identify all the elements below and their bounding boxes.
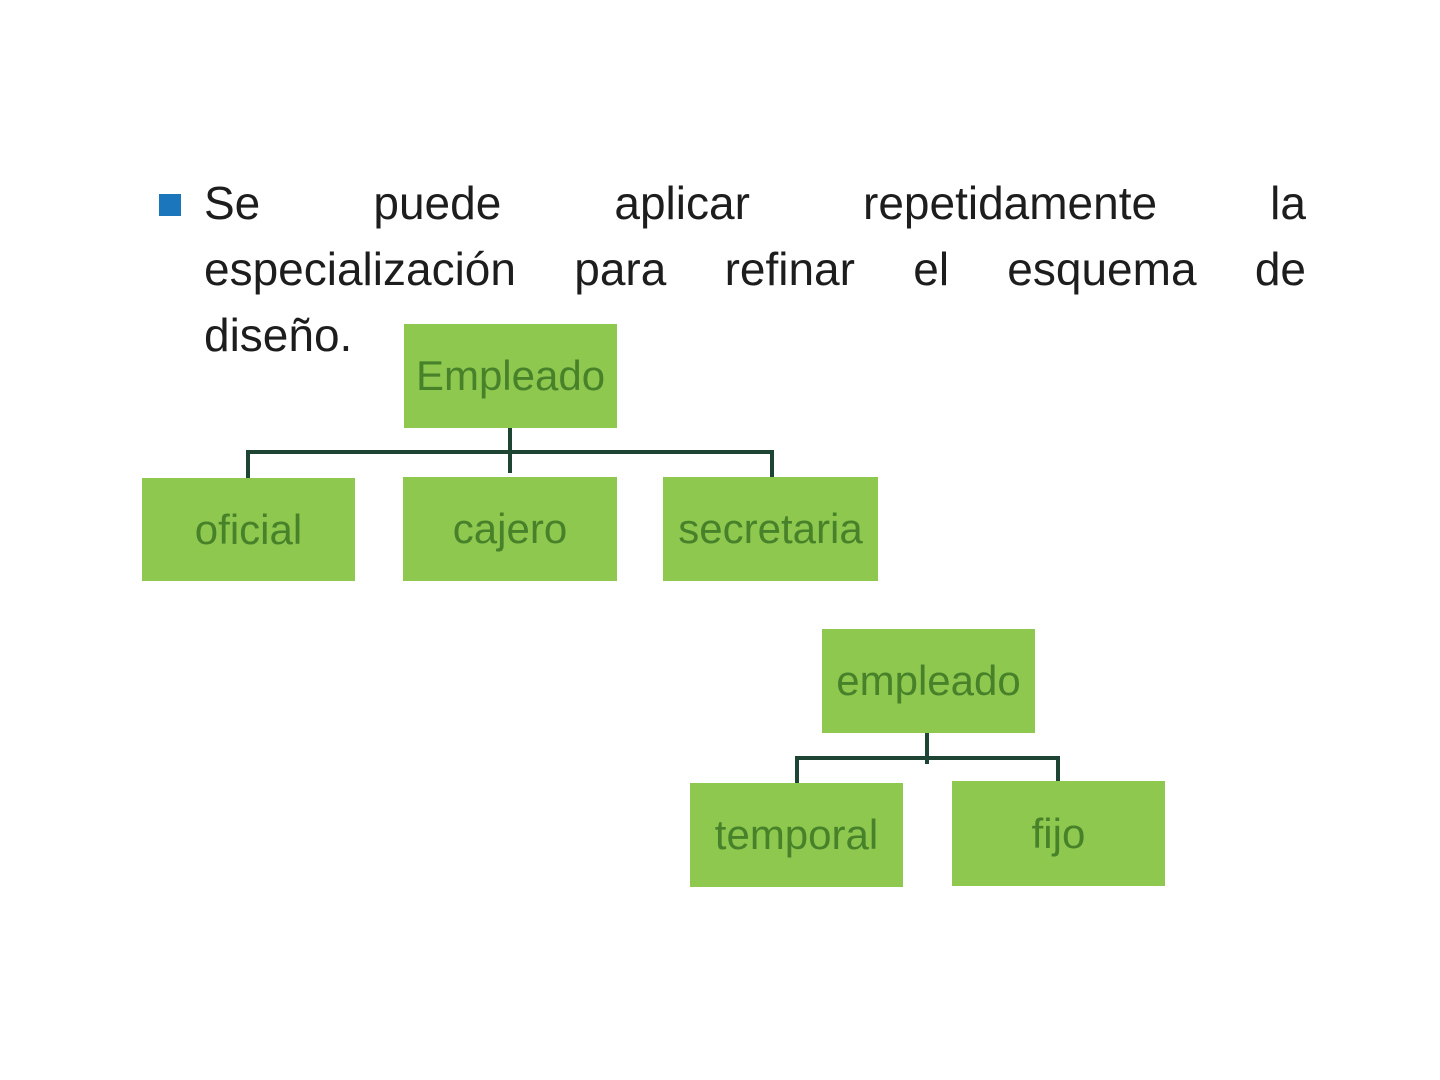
tree-node-empleado-sub-root: empleado bbox=[822, 629, 1035, 733]
tree1-connector-horizontal bbox=[246, 450, 774, 454]
tree1-connector-stub-right bbox=[770, 450, 774, 478]
paragraph-line-3: diseño. bbox=[204, 309, 353, 361]
tree-node-temporal: temporal bbox=[690, 783, 903, 887]
tree2-connector-stub-left bbox=[795, 756, 799, 783]
tree-node-secretaria: secretaria bbox=[663, 477, 878, 581]
bullet-paragraph: Se puede aplicar repetidamente la especi… bbox=[204, 170, 1306, 368]
paragraph-line-2: especialización para refinar el esquema … bbox=[204, 243, 1306, 295]
tree-node-fijo: fijo bbox=[952, 781, 1165, 886]
tree2-connector-stub-right bbox=[1056, 756, 1060, 782]
tree1-connector-stub-left bbox=[246, 450, 250, 478]
tree2-connector-vertical-center bbox=[925, 733, 929, 764]
tree2-connector-horizontal bbox=[795, 756, 1060, 760]
paragraph-line-1: Se puede aplicar repetidamente la bbox=[204, 177, 1306, 229]
bullet-square-icon bbox=[159, 194, 181, 216]
tree-node-cajero: cajero bbox=[403, 477, 617, 581]
tree-node-oficial: oficial bbox=[142, 478, 355, 581]
tree-node-empleado-root: Empleado bbox=[404, 324, 617, 428]
